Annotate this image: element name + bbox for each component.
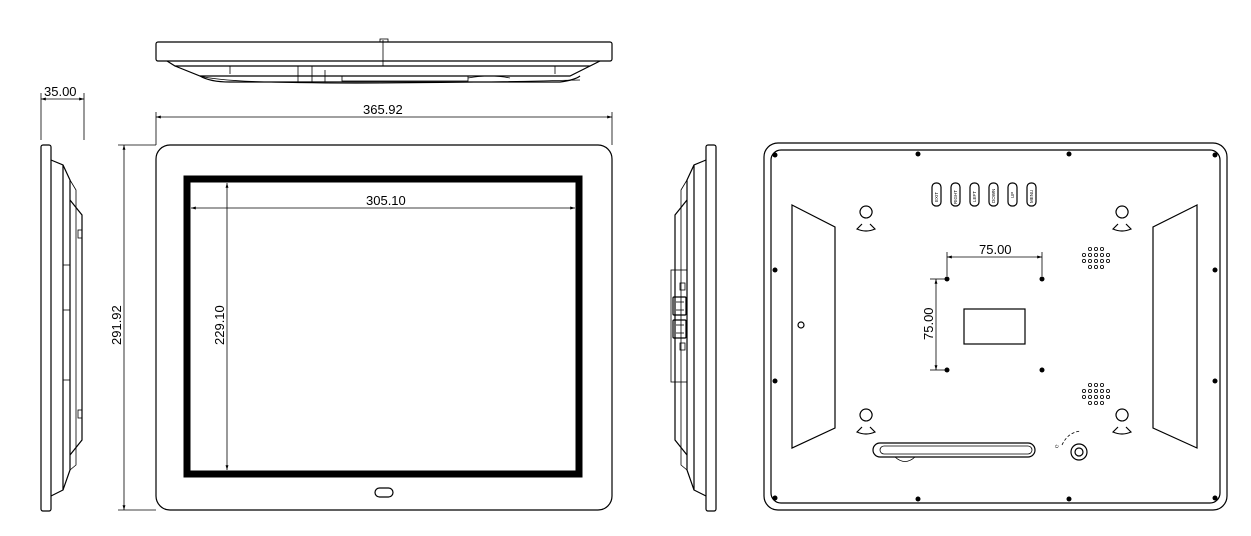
vesa-holes (944, 276, 1045, 373)
svg-text:⏻: ⏻ (1055, 444, 1059, 449)
keyhole-mounts (855, 205, 1133, 435)
usb-port-2 (672, 319, 687, 339)
label-plate (963, 308, 1026, 345)
screen-height-label: 229.10 (212, 305, 227, 345)
overall-width-label: 365.92 (363, 102, 403, 117)
speaker-grille-top (1082, 246, 1111, 269)
front-view: 365.92 291.92 305.10 229.10 (109, 102, 613, 511)
stand-slot (872, 442, 1036, 462)
vesa-horizontal-label: 75.00 (979, 242, 1012, 257)
vesa-vertical-label: 75.00 (921, 307, 936, 340)
power-jack[interactable]: ⏻ (1055, 430, 1088, 461)
front-indicator (374, 487, 394, 498)
menu-button-label: MENU (1029, 190, 1034, 203)
rear-view: EXIT RIGHT LEFT DOWN UP MENU (763, 142, 1228, 511)
right-button-label: RIGHT (953, 190, 958, 204)
right-button[interactable] (950, 182, 961, 207)
screen-width-label: 305.10 (366, 193, 406, 208)
up-button[interactable] (1007, 182, 1018, 207)
right-vent-panel (1152, 204, 1198, 449)
rear-button-row: EXIT RIGHT LEFT DOWN UP MENU (931, 182, 1037, 207)
overall-height-label: 291.92 (109, 305, 124, 345)
menu-button[interactable] (1026, 182, 1037, 207)
usb-port-1 (672, 296, 687, 316)
depth-dimension-label: 35.00 (44, 84, 77, 99)
exit-button[interactable] (931, 182, 942, 207)
right-side-view (670, 144, 717, 512)
up-button-label: UP (1010, 192, 1015, 198)
down-button-label: DOWN (991, 189, 996, 203)
top-view (155, 38, 613, 84)
left-side-view: 35.00 (40, 84, 85, 512)
left-button[interactable] (969, 182, 980, 207)
left-vent-panel (791, 204, 836, 449)
down-button[interactable] (988, 182, 999, 207)
left-button-label: LEFT (972, 191, 977, 202)
speaker-grille-bottom (1082, 382, 1111, 405)
exit-button-label: EXIT (934, 192, 939, 202)
perimeter-screws (772, 151, 1218, 502)
